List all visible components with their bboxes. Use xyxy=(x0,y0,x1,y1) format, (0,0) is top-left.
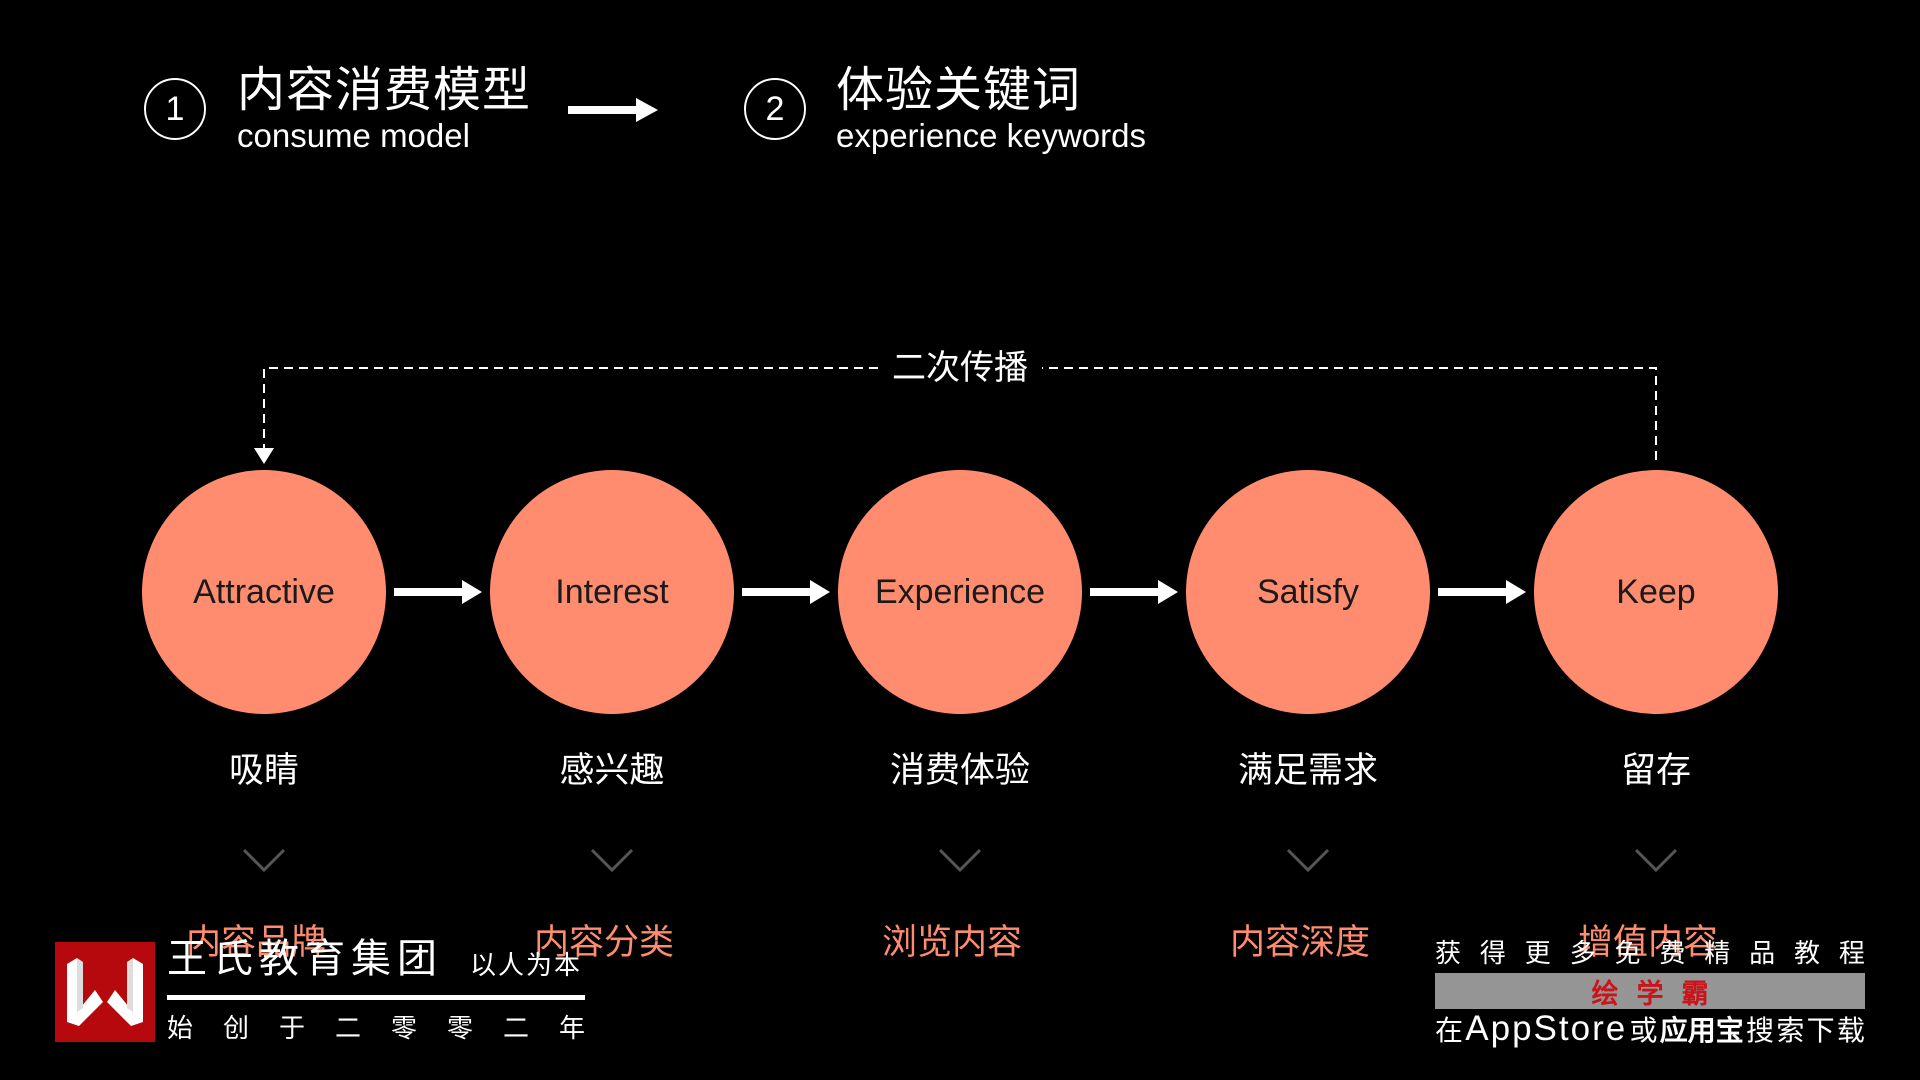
flow-arrow-shaft xyxy=(1090,588,1160,596)
flow-arrow-right-icon xyxy=(462,580,482,604)
loop-arrow-down-icon xyxy=(254,448,274,464)
stage-cn-label: 感兴趣 xyxy=(559,751,665,790)
step-title: 体验关键词 xyxy=(836,64,1082,117)
flow-arrow-shaft xyxy=(1438,588,1508,596)
promo-char: 免 xyxy=(1614,938,1641,968)
promo-download-hint: 在 AppStore 或 应用宝 搜索下载 xyxy=(1435,1011,1865,1049)
promo-app-banner: 绘学霸 xyxy=(1435,973,1865,1009)
stage-circle xyxy=(1186,470,1430,714)
flow-arrow-right-icon xyxy=(1506,580,1526,604)
promo-char: 品 xyxy=(1749,938,1776,968)
arrow-right-icon xyxy=(568,98,658,122)
promo-char: 费 xyxy=(1659,938,1686,968)
stage-result-label: 内容分类 xyxy=(533,923,674,962)
flow-arrow-shaft xyxy=(742,588,812,596)
stage-name: Attractive xyxy=(193,573,335,611)
stage-result-label: 内容品牌 xyxy=(185,923,326,962)
stage-result-label: 增值内容 xyxy=(1577,923,1718,962)
promo-store: AppStore xyxy=(1465,1009,1628,1048)
brand-slogan: 以人为本 xyxy=(470,950,583,980)
stage-circle xyxy=(490,470,734,714)
chevron-down-icon xyxy=(1634,848,1678,873)
promo-char: 搜 xyxy=(1746,1015,1775,1046)
loop-label: 二次传播 xyxy=(878,348,1042,388)
stage-name: Interest xyxy=(555,573,669,611)
promo-prefix: 在 xyxy=(1435,1015,1464,1046)
stage-result-label: 内容深度 xyxy=(1229,923,1370,962)
brand-since: 始创于二零零二年 xyxy=(167,1013,616,1043)
stage-cn-label: 满足需求 xyxy=(1237,751,1378,790)
step-number-badge: 2 xyxy=(744,78,806,140)
chevron-down-icon xyxy=(938,848,982,873)
stage-circle xyxy=(838,470,1082,714)
stage-cn-label: 消费体验 xyxy=(889,751,1030,790)
promo-char: 教 xyxy=(1794,938,1821,968)
brand-name: 王氏教育集团 xyxy=(167,937,443,981)
w-logo-icon xyxy=(55,942,155,1042)
stage-name: Keep xyxy=(1616,573,1696,611)
promo-char: 得 xyxy=(1479,938,1506,968)
promo-char: 下 xyxy=(1806,1015,1835,1046)
promo-char: 获 xyxy=(1435,938,1462,968)
stage-name: Experience xyxy=(874,573,1046,611)
promo-or: 或 xyxy=(1629,1015,1658,1046)
chevron-down-icon xyxy=(590,848,634,873)
promo-headline: 获得更多免费精品教程 xyxy=(1435,937,1865,969)
stage-result-label: 浏览内容 xyxy=(881,923,1022,962)
flow-arrow-right-icon xyxy=(810,580,830,604)
stage-cn-label: 留存 xyxy=(1620,751,1691,790)
stage-name: Satisfy xyxy=(1256,573,1360,611)
stage-circle xyxy=(142,470,386,714)
promo-char: 载 xyxy=(1836,1015,1865,1046)
promo-char: 程 xyxy=(1838,938,1865,968)
promo-alt-store: 应用宝 xyxy=(1659,1015,1744,1046)
promo-app-name: 绘学霸 xyxy=(1591,978,1727,1009)
step-subtitle: consume model xyxy=(237,117,470,154)
flow-arrow-right-icon xyxy=(1158,580,1178,604)
promo-char: 多 xyxy=(1569,938,1596,968)
step-subtitle: experience keywords xyxy=(836,117,1146,154)
chevron-down-icon xyxy=(242,848,286,873)
chevron-down-icon xyxy=(1286,848,1330,873)
promo-char: 更 xyxy=(1524,938,1551,968)
flow-arrow-shaft xyxy=(394,588,464,596)
brand-divider xyxy=(167,995,585,1000)
stage-cn-label: 吸睛 xyxy=(228,751,299,790)
step-number-badge: 1 xyxy=(144,78,206,140)
step-title: 内容消费模型 xyxy=(237,64,532,117)
stage-circle xyxy=(1534,470,1778,714)
promo-char: 精 xyxy=(1704,938,1731,968)
promo-char: 索 xyxy=(1776,1015,1805,1046)
